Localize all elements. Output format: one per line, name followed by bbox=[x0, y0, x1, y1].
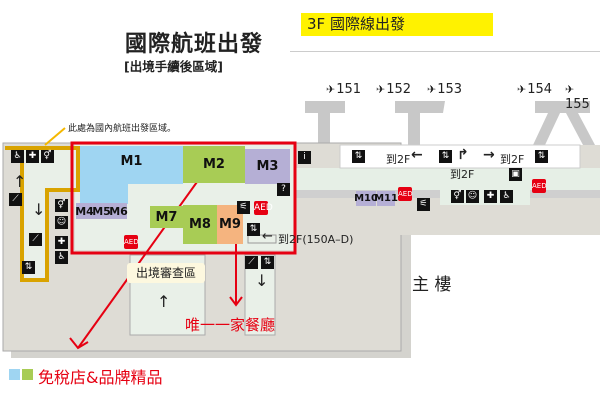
arrow-right-icon: → bbox=[483, 147, 495, 163]
shop-m9[interactable]: M9 bbox=[217, 205, 243, 244]
restroom-icon: ⚥ bbox=[41, 150, 54, 163]
escalator-icon: ⟋ bbox=[245, 256, 258, 269]
to-2f-label-left: 到2F bbox=[386, 153, 411, 166]
shop-m7[interactable]: M7 bbox=[150, 206, 183, 228]
to-2f-gates-label: 到2F(150A–D) bbox=[278, 233, 354, 246]
shop-m11[interactable]: M11 bbox=[374, 191, 398, 206]
escalator-icon: ⟋ bbox=[9, 193, 22, 206]
legend-label: 免稅店&品牌精品 bbox=[38, 368, 163, 387]
elevator-icon: ⇅ bbox=[352, 150, 365, 163]
aed-icon: AED bbox=[124, 235, 139, 249]
nursing-room-icon: ✚ bbox=[26, 150, 39, 163]
restroom-icon: ⚥ bbox=[55, 199, 68, 212]
shop-m6[interactable]: M6 bbox=[109, 203, 128, 219]
escalator-icon: ⟋ bbox=[29, 233, 42, 246]
elevator-icon: ⇅ bbox=[247, 223, 260, 236]
plane-icon: ✈ bbox=[565, 83, 575, 96]
arrow-turn-icon: ↱ bbox=[457, 147, 469, 163]
baby-care-icon: ☺ bbox=[55, 216, 68, 229]
wheelchair-icon: ♿ bbox=[55, 251, 68, 264]
wheelchair-icon: ♿ bbox=[500, 190, 513, 203]
page-subtitle: [出境手續後區域] bbox=[124, 59, 223, 74]
aed-icon: AED bbox=[532, 179, 547, 193]
aed-icon: AED bbox=[254, 201, 273, 215]
arrow-left-icon: ← bbox=[411, 147, 423, 163]
shop-m1-extension bbox=[80, 184, 128, 204]
plane-icon: ✈ bbox=[517, 83, 527, 96]
baby-care-icon: ☺ bbox=[466, 190, 479, 203]
main-building-label: 主 樓 bbox=[412, 275, 452, 295]
to-2f-label-right: 到2F bbox=[500, 153, 525, 166]
smoking-room-icon: ⚟ bbox=[417, 198, 430, 211]
nursing-room-icon: ✚ bbox=[484, 190, 497, 203]
pointer-arrows bbox=[69, 167, 243, 350]
nursing-room-icon: ✚ bbox=[55, 236, 68, 249]
arrow-down-icon: ↓ bbox=[32, 200, 46, 219]
shop-m8[interactable]: M8 bbox=[183, 205, 217, 244]
arrow-down-icon: ↓ bbox=[255, 271, 269, 290]
gate-153[interactable]: ✈153 bbox=[427, 82, 463, 97]
jet-bridges bbox=[305, 101, 595, 145]
gate-151[interactable]: ✈151 bbox=[326, 82, 362, 97]
to-2f-label-mid: 到2F bbox=[450, 168, 475, 181]
restroom-icon: ⚥ bbox=[451, 190, 464, 203]
plane-icon: ✈ bbox=[376, 83, 386, 96]
shop-m3[interactable]: M3 bbox=[245, 149, 290, 184]
help-phone-icon[interactable]: ? bbox=[277, 183, 290, 196]
immigration-area-label: 出境審查區 bbox=[127, 263, 205, 283]
gate-152[interactable]: ✈152 bbox=[376, 82, 412, 97]
restaurant-annotation: 唯一一家餐廳 bbox=[185, 316, 276, 334]
plane-icon: ✈ bbox=[326, 83, 336, 96]
shop-m2[interactable]: M2 bbox=[183, 146, 245, 183]
information-icon[interactable]: i bbox=[298, 151, 311, 164]
elevator-icon: ⇅ bbox=[261, 256, 274, 269]
plane-icon: ✈ bbox=[427, 83, 437, 96]
elevator-icon: ⇅ bbox=[22, 261, 35, 274]
shop-m4[interactable]: M4 bbox=[75, 203, 94, 219]
divider bbox=[290, 51, 600, 52]
floor-label: 3F 國際線出發 bbox=[301, 13, 493, 36]
shop-m10[interactable]: M10 bbox=[354, 191, 378, 206]
domestic-note: 此處為國內航班出發區域。 bbox=[68, 124, 177, 134]
legend-swatch-blue bbox=[9, 369, 20, 380]
gate-154[interactable]: ✈154 bbox=[517, 82, 553, 97]
arrow-left-icon: ← bbox=[262, 229, 273, 244]
gate-155[interactable]: ✈155 bbox=[565, 83, 590, 112]
elevator-icon: ⇅ bbox=[439, 150, 452, 163]
shop-m1[interactable]: M1 bbox=[80, 146, 183, 184]
wheelchair-icon: ♿ bbox=[11, 150, 24, 163]
arrow-up-icon: ↑ bbox=[157, 292, 171, 311]
legend-swatch-green bbox=[22, 369, 33, 380]
shop-m5[interactable]: M5 bbox=[92, 203, 111, 219]
baggage-icon: ▣ bbox=[509, 168, 522, 181]
elevator-icon: ⇅ bbox=[535, 150, 548, 163]
smoking-room-icon: ⚟ bbox=[237, 201, 250, 214]
aed-icon: AED bbox=[398, 187, 413, 201]
page-title: 國際航班出發 bbox=[125, 32, 264, 57]
arrow-up-icon: ↑ bbox=[13, 172, 27, 191]
